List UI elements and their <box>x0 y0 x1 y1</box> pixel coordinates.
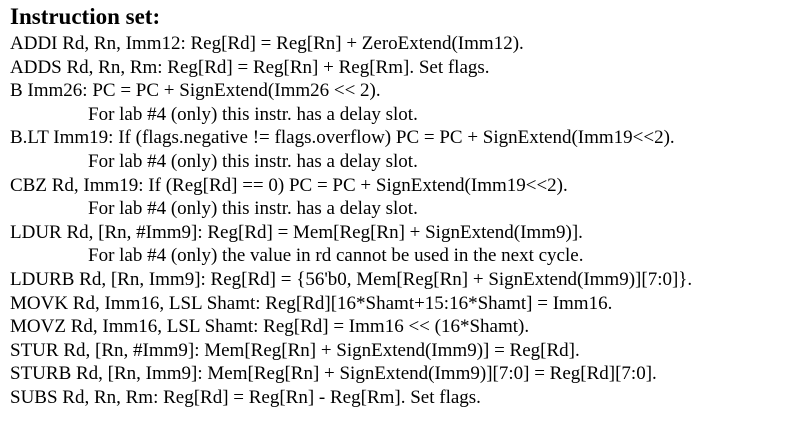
instruction-list: ADDI Rd, Rn, Imm12: Reg[Rd] = Reg[Rn] + … <box>10 32 790 410</box>
instruction-line: LDURB Rd, [Rn, Imm9]: Reg[Rd] = {56'b0, … <box>10 268 693 290</box>
instruction-note: For lab #4 (only) this instr. has a dela… <box>88 103 418 125</box>
instruction-line: CBZ Rd, Imm19: If (Reg[Rd] == 0) PC = PC… <box>10 174 568 196</box>
instruction-set-document: Instruction set: ADDI Rd, Rn, Imm12: Reg… <box>10 4 790 410</box>
instruction-line: MOVK Rd, Imm16, LSL Shamt: Reg[Rd][16*Sh… <box>10 292 613 314</box>
instruction-line: LDUR Rd, [Rn, #Imm9]: Reg[Rd] = Mem[Reg[… <box>10 221 583 243</box>
instruction-line: ADDS Rd, Rn, Rm: Reg[Rd] = Reg[Rn] + Reg… <box>10 56 490 78</box>
instruction-line: STUR Rd, [Rn, #Imm9]: Mem[Reg[Rn] + Sign… <box>10 339 580 361</box>
document-heading: Instruction set: <box>10 4 161 29</box>
instruction-line: B Imm26: PC = PC + SignExtend(Imm26 << 2… <box>10 80 381 102</box>
instruction-note: For lab #4 (only) the value in rd cannot… <box>88 245 584 267</box>
instruction-note: For lab #4 (only) this instr. has a dela… <box>88 150 418 172</box>
instruction-line: B.LT Imm19: If (flags.negative != flags.… <box>10 127 675 149</box>
instruction-note: For lab #4 (only) this instr. has a dela… <box>88 198 418 220</box>
instruction-line: MOVZ Rd, Imm16, LSL Shamt: Reg[Rd] = Imm… <box>10 316 530 338</box>
instruction-line: STURB Rd, [Rn, Imm9]: Mem[Reg[Rn] + Sign… <box>10 363 657 385</box>
instruction-line: SUBS Rd, Rn, Rm: Reg[Rd] = Reg[Rn] - Reg… <box>10 386 481 408</box>
instruction-line: ADDI Rd, Rn, Imm12: Reg[Rd] = Reg[Rn] + … <box>10 33 524 54</box>
